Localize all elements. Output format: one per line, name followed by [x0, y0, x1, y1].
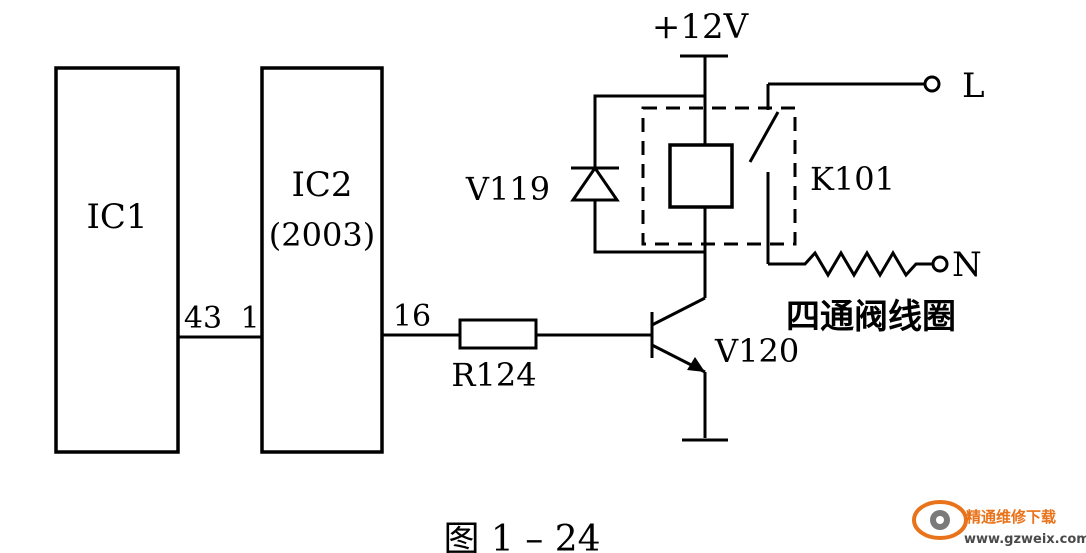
relay-enclosure [641, 106, 797, 246]
transistor-v120 [650, 296, 706, 374]
wire-diode-top [593, 94, 705, 168]
diode-v119 [570, 165, 620, 202]
pin-ic2-out: 16 [393, 299, 431, 334]
watermark-url: www.gzweix.com [964, 532, 1086, 547]
diode-v119-label: V119 [465, 170, 550, 208]
figure-caption: 图 1 – 24 [443, 519, 600, 553]
valve-coil [768, 250, 933, 278]
watermark: 精通维修下载 www.gzweix.com [912, 500, 1086, 547]
ic1-label: IC1 [86, 197, 147, 237]
resistor-r124 [458, 318, 538, 350]
watermark-name: 精通维修下载 [966, 508, 1056, 526]
resistor-r124-label: R124 [451, 356, 536, 394]
supply-label: +12V [652, 7, 750, 47]
pin-ic1-out: 43 [184, 301, 222, 336]
wire-diode-bottom [593, 200, 705, 254]
ic1-block [54, 66, 180, 454]
relay-k101-label: K101 [810, 160, 895, 198]
pin-ic2-in: 1 [240, 301, 259, 336]
terminal-neutral [931, 255, 949, 273]
relay-coil [668, 143, 734, 209]
terminal-live-label: L [962, 66, 985, 106]
relay-contact-arm [748, 111, 780, 163]
terminal-live [923, 75, 941, 93]
transistor-v120-label: V120 [714, 332, 799, 370]
ic2-part-label: (2003) [269, 216, 375, 254]
terminal-neutral-label: N [952, 245, 982, 285]
watermark-eye-icon [912, 500, 968, 540]
valve-coil-label: 四通阀线圈 [786, 297, 956, 337]
ic2-block [260, 66, 384, 454]
ic2-label: IC2 [291, 165, 352, 205]
